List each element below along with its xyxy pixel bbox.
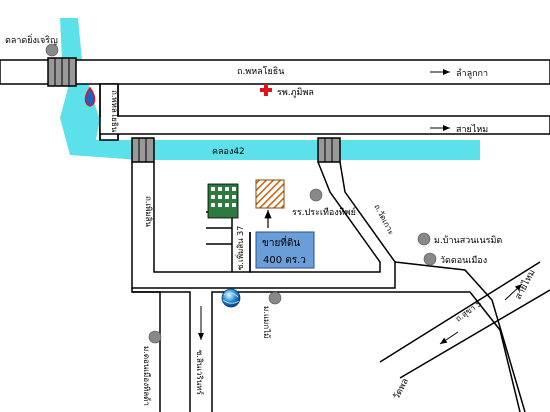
village-mak-marker	[268, 291, 282, 305]
phermsin-road	[131, 161, 396, 289]
land-plot	[255, 231, 315, 269]
canal-label: คลอง42	[212, 147, 245, 157]
arrow-wat-phon	[439, 331, 459, 345]
wat-kaew-road-label: ถ.วัดเกาะ	[372, 203, 396, 237]
bridge-left	[131, 137, 155, 163]
school-marker	[309, 188, 323, 202]
hospital-label: รพ.ภูมิพล	[277, 87, 314, 98]
water-drop-icon	[84, 86, 96, 107]
village-mak-label: ม.แมกไม้	[262, 306, 271, 338]
side-road-left-label: ถ.พหลโยธิน	[110, 90, 120, 133]
market-label: ตลาดยิ่งเจริญ	[5, 33, 58, 46]
saimai-label: สายไหม	[456, 124, 488, 135]
soi-sinvarin-label: ซ.สินเวรินทร์	[195, 350, 205, 396]
area-label: 400 ตร.ว	[263, 255, 306, 266]
canal	[60, 18, 480, 160]
red-cross-icon	[260, 84, 272, 96]
saimai-2-label: สายไหม	[513, 268, 538, 302]
village-don-label: ม.ดอนเมืองทิลด้า	[142, 346, 151, 406]
temple-marker	[423, 252, 437, 266]
main-road-label: ถ.พหลโยธิน	[237, 66, 284, 77]
temple-label: วัดดอนเมือง	[440, 255, 487, 266]
main-road	[0, 59, 550, 85]
saimai-road	[99, 115, 550, 135]
sukha-road-label: ถ.สุขา 5	[454, 299, 483, 324]
village-don-marker	[148, 330, 162, 344]
lamlukka-label: ลำลูกกา	[456, 68, 488, 79]
arrow-saimai-2	[504, 283, 523, 301]
soi-37-label: ซ.เพิ่มสิน 37	[234, 226, 245, 270]
globe-icon	[221, 288, 241, 308]
hatched-plot	[255, 179, 285, 209]
phermsin-road-label: ถ.เพิ่มสิน	[144, 196, 155, 228]
building-icon	[207, 183, 239, 219]
wat-phon-label: วัดพล	[392, 377, 411, 401]
sukha-road	[379, 261, 541, 363]
school-label: รร.ประเทืองทิพย์	[292, 206, 356, 218]
village-ban-marker	[417, 232, 431, 246]
village-ban-label: ม.บ้านสวนเนรมิต	[434, 235, 502, 246]
bridge-right	[317, 137, 341, 163]
for-sale-label: ขายที่ดิน	[262, 235, 300, 249]
market-marker	[45, 43, 59, 57]
